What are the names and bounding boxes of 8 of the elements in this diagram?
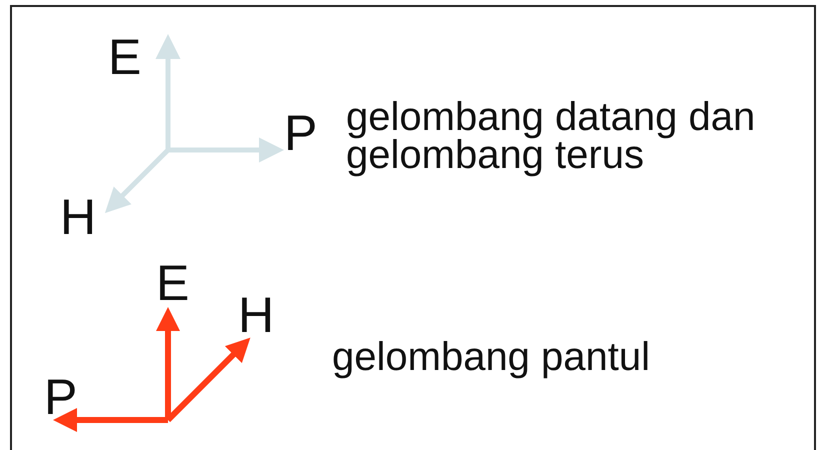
caption-text: gelombang datang dan gelombang terus: [346, 98, 756, 174]
axis-label: P: [284, 108, 318, 158]
axis-label: E: [156, 258, 190, 308]
axis-label: H: [60, 192, 96, 242]
axis-label: E: [108, 32, 142, 82]
caption-text: gelombang pantul: [332, 338, 650, 376]
axis-label: P: [44, 372, 78, 422]
axis-label: H: [238, 290, 274, 340]
